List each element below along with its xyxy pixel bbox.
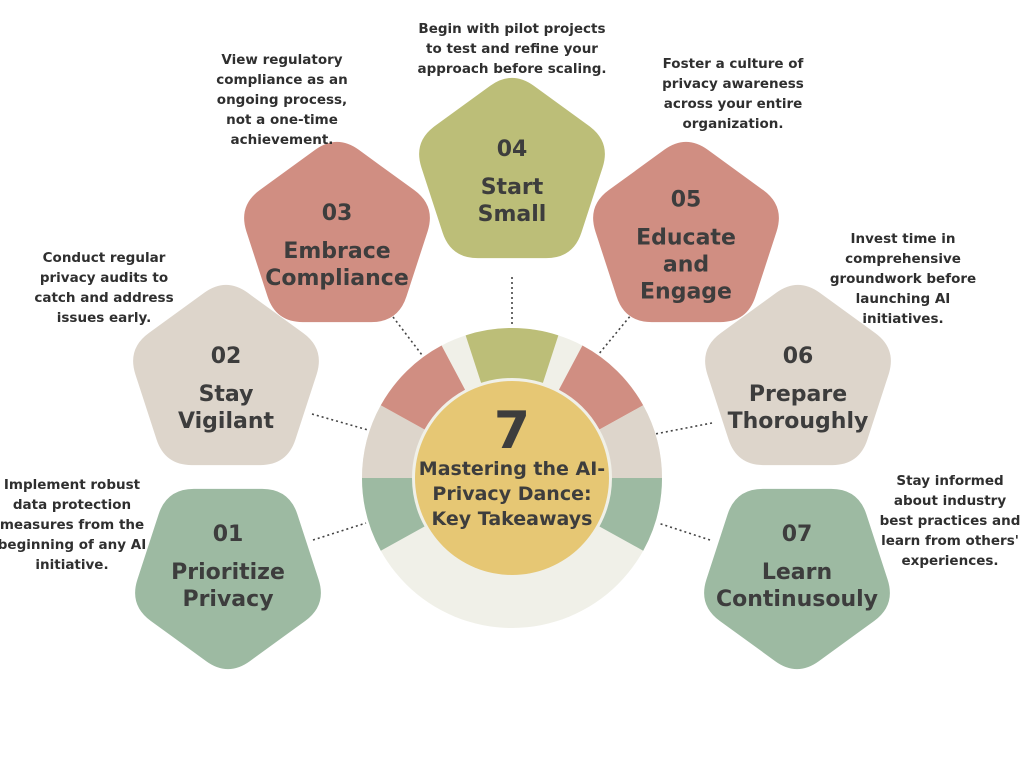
pentagon-shape [133, 284, 319, 466]
card-title-line: Privacy [182, 587, 273, 612]
card-number: 06 [783, 344, 814, 369]
connector-line-02 [311, 413, 369, 431]
description-line: groundwork before [830, 271, 976, 287]
card-title-line: Stay [199, 382, 254, 407]
description-line: privacy awareness [662, 76, 804, 92]
description-line: Stay informed [896, 473, 1003, 489]
description-line: Foster a culture of [663, 56, 804, 72]
card-title-line: Prioritize [171, 560, 285, 585]
card-title-line: Small [478, 202, 547, 227]
pentagon-shape [704, 488, 890, 670]
ring-segment-07 [599, 478, 662, 551]
card-title-line: Vigilant [178, 409, 275, 434]
ring-segment-01 [362, 478, 425, 551]
center-title-line: Privacy Dance: [432, 483, 591, 505]
pentagon-shape [135, 488, 321, 670]
description-06: Invest time in comprehensive groundwork be… [830, 231, 976, 327]
description-line: best practices and [880, 513, 1021, 529]
ring-segment-03 [380, 345, 466, 430]
descriptions: Implement robust data protection measures … [0, 21, 1020, 573]
card-title-line: Prepare [749, 382, 847, 407]
center-title-line: Mastering the AI- [419, 458, 605, 480]
description-line: about industry [894, 493, 1006, 509]
connector-line-07 [657, 522, 711, 541]
card-number: 01 [213, 522, 244, 547]
card-title-line: Educate [636, 226, 736, 251]
card-title-line: and [663, 253, 709, 278]
card-title-line: Compliance [265, 266, 408, 291]
description-line: beginning of any AI [0, 537, 146, 553]
ring-segment-06 [599, 405, 662, 478]
pentagon-shape [705, 284, 891, 466]
description-line: data protection [13, 497, 131, 513]
description-line: Implement robust [4, 477, 141, 493]
description-line: catch and address [34, 290, 173, 306]
card-number: 07 [782, 522, 813, 547]
description-line: comprehensive [845, 251, 961, 267]
description-line: initiative. [35, 557, 108, 573]
description-line: measures from the [0, 517, 144, 533]
connector-line-01 [312, 522, 367, 541]
description-05: Foster a culture of privacy awareness acro… [662, 56, 804, 132]
pentagon-shape [593, 141, 779, 323]
description-line: experiences. [901, 553, 998, 569]
description-line: across your entire [664, 96, 803, 112]
card-title-line: Start [481, 175, 544, 200]
description-line: achievement. [231, 132, 334, 148]
ring-segment-05 [558, 345, 644, 430]
pentagon-shape [419, 77, 605, 259]
description-line: organization. [682, 116, 783, 132]
description-line: approach before scaling. [417, 61, 606, 77]
ring-segment-02 [362, 405, 425, 478]
center-title-line: Key Takeaways [432, 508, 593, 530]
card-title-line: Learn [762, 560, 832, 585]
connector-line-06 [654, 422, 713, 435]
center-number: 7 [494, 401, 530, 461]
description-line: not a one-time [226, 112, 338, 128]
description-line: Conduct regular [43, 250, 166, 266]
connector-line-03 [389, 312, 423, 356]
description-line: initiatives. [862, 311, 943, 327]
description-07: Stay informed about industry best practice… [880, 473, 1021, 569]
description-line: ongoing process, [217, 92, 347, 108]
description-line: Begin with pilot projects [418, 21, 605, 37]
description-line: issues early. [57, 310, 151, 326]
description-02: Conduct regular privacy audits to catch an… [34, 250, 173, 326]
pentagon-cards: 01PrioritizePrivacy02StayVigilant03Embra… [133, 77, 891, 670]
card-title-line: Embrace [283, 239, 390, 264]
card-title-line: Continusouly [716, 587, 878, 612]
card-number: 03 [322, 201, 353, 226]
card-number: 02 [211, 344, 242, 369]
connector-lines [311, 277, 713, 541]
description-line: privacy audits to [40, 270, 168, 286]
card-number: 05 [671, 188, 702, 213]
description-03: View regulatory compliance as an ongoing p… [216, 52, 347, 148]
description-line: View regulatory [221, 52, 342, 68]
description-line: launching AI [856, 291, 951, 307]
ring-segment-04 [465, 328, 559, 383]
description-01: Implement robust data protection measures … [0, 477, 146, 573]
center-circle [415, 381, 609, 575]
description-04: Begin with pilot projects to test and ref… [417, 21, 606, 77]
pentagon-shape [244, 141, 430, 323]
description-line: to test and refine your [426, 41, 598, 57]
description-line: Invest time in [850, 231, 955, 247]
card-title-line: Engage [640, 280, 732, 305]
card-number: 04 [497, 137, 528, 162]
card-title-line: Thoroughly [728, 409, 869, 434]
description-line: compliance as an [216, 72, 347, 88]
description-line: learn from others' [881, 533, 1019, 549]
